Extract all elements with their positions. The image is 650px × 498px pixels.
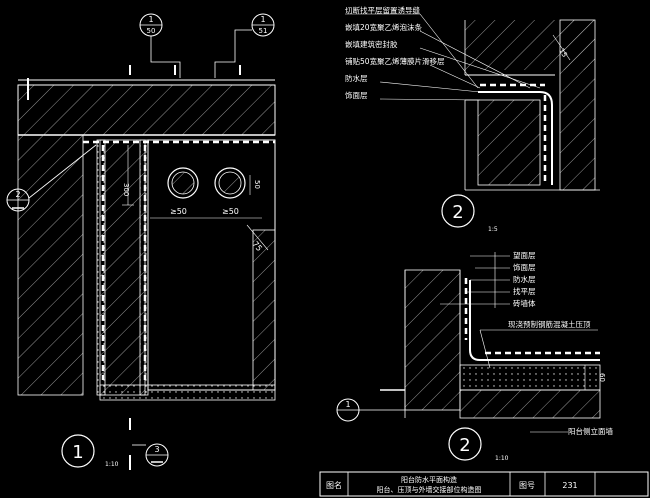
vertical-wall xyxy=(99,139,146,396)
label-beam: 现浇预制钢筋混凝土压顶 xyxy=(508,319,591,329)
scale-main: 1:10 xyxy=(105,461,119,468)
svg-text:1: 1 xyxy=(72,442,83,463)
svg-text:1: 1 xyxy=(260,15,265,24)
svg-text:1: 1 xyxy=(345,400,350,409)
callout-d: 3 xyxy=(132,443,169,467)
bottom-right-detail xyxy=(380,269,601,419)
svg-text:嵌填20宽聚乙烯泡沫条: 嵌填20宽聚乙烯泡沫条 xyxy=(345,22,423,32)
top-right-detail xyxy=(464,19,600,191)
callout-a: 1 50 xyxy=(139,13,181,78)
svg-text:2: 2 xyxy=(452,202,463,223)
top-slab xyxy=(17,84,276,136)
tu-hao-label: 图号 xyxy=(519,481,535,490)
svg-text:饰面层: 饰面层 xyxy=(513,262,536,272)
drain-pipe-a xyxy=(167,167,199,199)
callout-e: 1 xyxy=(336,398,405,422)
svg-text:防水层: 防水层 xyxy=(513,274,536,284)
svg-text:砖墙体: 砖墙体 xyxy=(513,298,536,308)
dim-300: 300 xyxy=(122,183,130,196)
svg-text:嵌填建筑密封胶: 嵌填建筑密封胶 xyxy=(345,39,398,49)
title-line-2: 阳台、压顶与外墙交接部位构造图 xyxy=(377,485,482,494)
callout-c: 2 xyxy=(6,144,97,212)
tu-ming-label: 图名 xyxy=(326,480,342,490)
svg-text:3: 3 xyxy=(154,445,159,454)
dim-dia-a: ≥50 xyxy=(170,207,187,216)
drain-pipe-b xyxy=(214,167,246,199)
detail-mark-bottom-right: 2 xyxy=(448,427,482,461)
svg-text:铺贴50宽聚乙烯薄膜片滑移层: 铺贴50宽聚乙烯薄膜片滑移层 xyxy=(345,56,445,66)
svg-text:切断找平层留置诱导缝: 切断找平层留置诱导缝 xyxy=(345,5,420,15)
bottom-beam xyxy=(99,384,276,401)
left-wall xyxy=(17,134,84,396)
svg-text:2: 2 xyxy=(15,190,20,199)
svg-text:1: 1 xyxy=(148,15,153,24)
top-labels: 切断找平层留置诱导缝 嵌填20宽聚乙烯泡沫条 嵌填建筑密封胶 铺贴50宽聚乙烯薄… xyxy=(345,5,541,101)
label-rail: 阳台侧立面墙 xyxy=(568,426,613,436)
svg-text:2: 2 xyxy=(459,435,470,456)
tu-hao-value: 231 xyxy=(562,481,577,490)
detail-mark-top-right: 2 xyxy=(441,194,475,228)
scale-bottom-right: 1:10 xyxy=(495,455,509,462)
scale-top-right: 1:5 xyxy=(488,226,498,233)
callout-b: 1 51 xyxy=(214,13,275,78)
svg-text:望面层: 望面层 xyxy=(513,250,536,260)
dim-15: 15 xyxy=(557,47,568,59)
svg-text:饰面层: 饰面层 xyxy=(345,90,368,100)
dim-dia-b: ≥50 xyxy=(222,207,239,216)
mid-labels: 望面层 饰面层 防水层 找平层 砖墙体 现浇预制钢筋混凝土压顶 阳台侧立面墙 xyxy=(440,250,613,436)
main-detail xyxy=(17,65,276,470)
concrete-cap xyxy=(459,364,601,391)
svg-text:50: 50 xyxy=(147,27,156,35)
svg-text:51: 51 xyxy=(259,27,268,35)
dim-60: 60 xyxy=(598,373,606,382)
title-block: 图名 阳台防水平面构造 阳台、压顶与外墙交接部位构造图 图号 231 xyxy=(319,471,649,497)
title-line-1: 阳台防水平面构造 xyxy=(401,475,457,484)
detail-mark-main: 1 xyxy=(61,434,95,468)
svg-text:防水层: 防水层 xyxy=(345,73,368,83)
dim-50: 50 xyxy=(253,180,261,189)
svg-text:找平层: 找平层 xyxy=(513,286,536,296)
